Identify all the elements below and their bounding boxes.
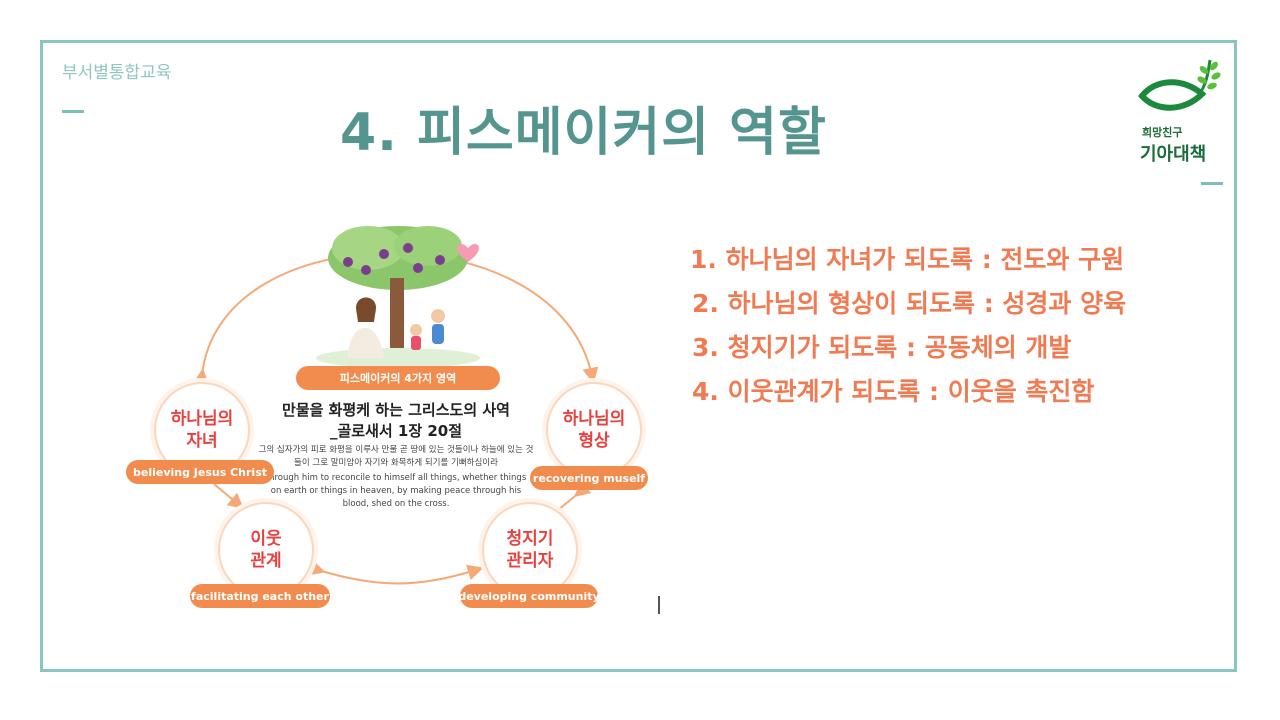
pill-believing: believing Jesus Christ xyxy=(126,460,274,484)
role-item-2: 2. 하나님의 형상이 되도록 : 성경과 양육 xyxy=(692,289,1127,318)
role-item-4: 4. 이웃관계가 되도록 : 이웃을 촉진함 xyxy=(692,377,1095,406)
pill-facilitating: facilitating each other xyxy=(190,584,330,608)
peacemaker-diagram: 피스메이커의 4가지 영역 만물을 화평케 하는 그리스도의 사역 _골로새서 … xyxy=(118,192,658,620)
pill-recovering: recovering muself xyxy=(530,466,648,490)
verse-title-line2: _골로새서 1장 20절 xyxy=(329,422,463,440)
areas-label: 피스메이커의 4가지 영역 xyxy=(296,366,500,390)
slide-frame xyxy=(40,40,1237,672)
logo-small-text: 희망친구 xyxy=(1142,126,1183,139)
circle-line2: 관계 xyxy=(250,551,282,571)
circle-neighbor-relation: 이웃 관계 xyxy=(218,502,314,598)
fish-leaf-icon xyxy=(1138,59,1221,111)
circle-line2: 관리자 xyxy=(506,551,554,571)
circle-line2: 형상 xyxy=(578,431,610,451)
right-accent-dash xyxy=(1201,182,1223,185)
logo-big-text: 기아대책 xyxy=(1140,144,1207,165)
verse-title-line1: 만물을 화평케 하는 그리스도의 사역 xyxy=(282,401,510,419)
circle-line2: 자녀 xyxy=(186,431,218,451)
text-cursor xyxy=(658,596,660,614)
circle-steward: 청지기 관리자 xyxy=(482,502,578,598)
circle-line1: 이웃 xyxy=(250,529,282,549)
role-item-1: 1. 하나님의 자녀가 되도록 : 전도와 구원 xyxy=(690,245,1125,274)
left-accent-dash xyxy=(62,110,84,113)
slide-title: 4. 피스메이커의 역할 xyxy=(340,103,827,163)
roles-list: 1. 하나님의 자녀가 되도록 : 전도와 구원 2. 하나님의 형상이 되도록… xyxy=(690,238,1126,414)
circle-line1: 하나님의 xyxy=(562,409,626,429)
circle-line1: 청지기 xyxy=(506,529,554,549)
pill-developing: developing community xyxy=(458,584,600,608)
role-item-3: 3. 청지기가 되도록 : 공동체의 개발 xyxy=(692,333,1072,362)
verse-english: through him to reconcile to himself all … xyxy=(265,473,527,509)
verse-korean: 그의 십자가의 피로 화평을 이루사 만물 곧 땅에 있는 것들이나 하늘에 있… xyxy=(258,445,534,468)
verse-heading: 만물을 화평케 하는 그리스도의 사역 _골로새서 1장 20절 xyxy=(268,400,524,442)
logo: 희망친구 기아대책 xyxy=(1136,56,1226,166)
jesus-tree-illustration xyxy=(316,226,480,368)
circle-line1: 하나님의 xyxy=(170,409,234,429)
circle-image-of-god: 하나님의 형상 xyxy=(546,382,642,478)
department-label: 부서별통합교육 xyxy=(62,63,172,83)
